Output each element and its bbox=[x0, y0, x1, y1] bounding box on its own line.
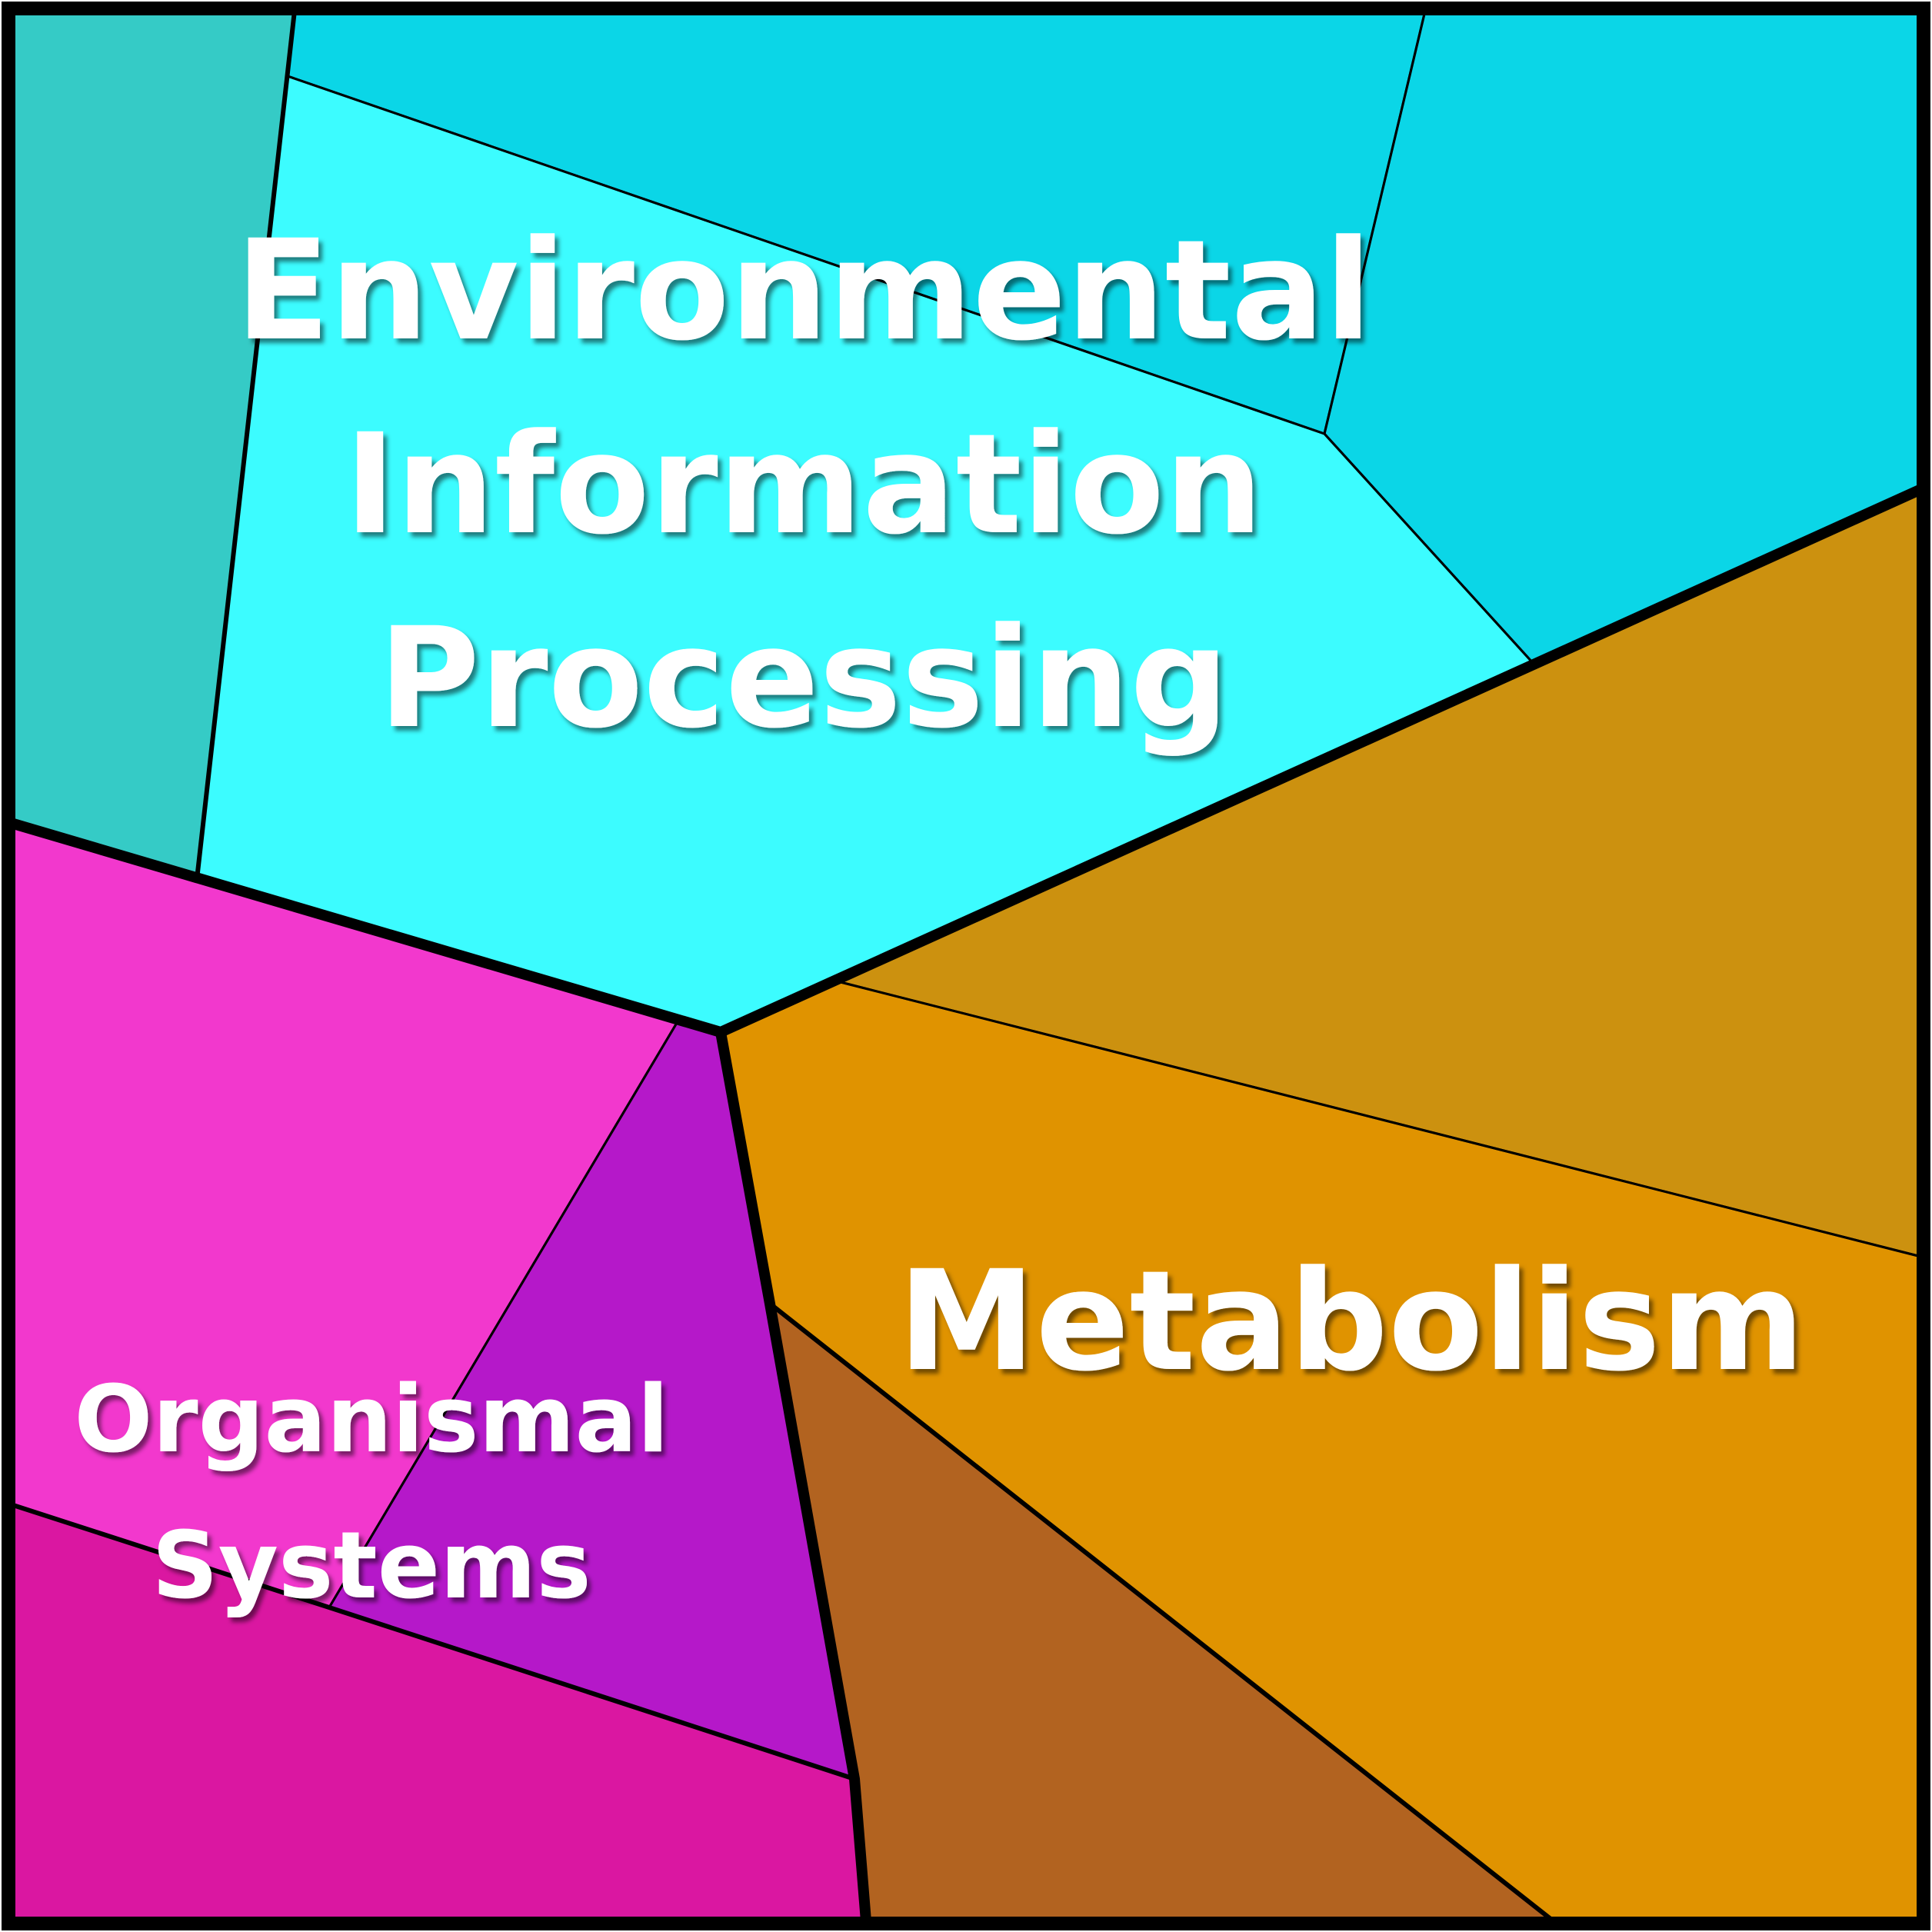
boundary-brown-subgroup bbox=[768, 1301, 1555, 1924]
boundary-eip-metabolism bbox=[718, 484, 1924, 1038]
boundary-eip-organismal bbox=[9, 818, 722, 1038]
boundary-teal-subgroup bbox=[195, 10, 297, 880]
boundary-topright-cells bbox=[1323, 10, 1535, 665]
boundary-organismal-metab bbox=[715, 1031, 871, 1922]
boundary-gold-cell bbox=[834, 979, 1922, 1258]
label-metabolism: Metabolism bbox=[898, 1241, 1804, 1402]
boundary-top-cells bbox=[287, 75, 1325, 435]
boundary-pink-purple-cell bbox=[328, 1022, 678, 1608]
